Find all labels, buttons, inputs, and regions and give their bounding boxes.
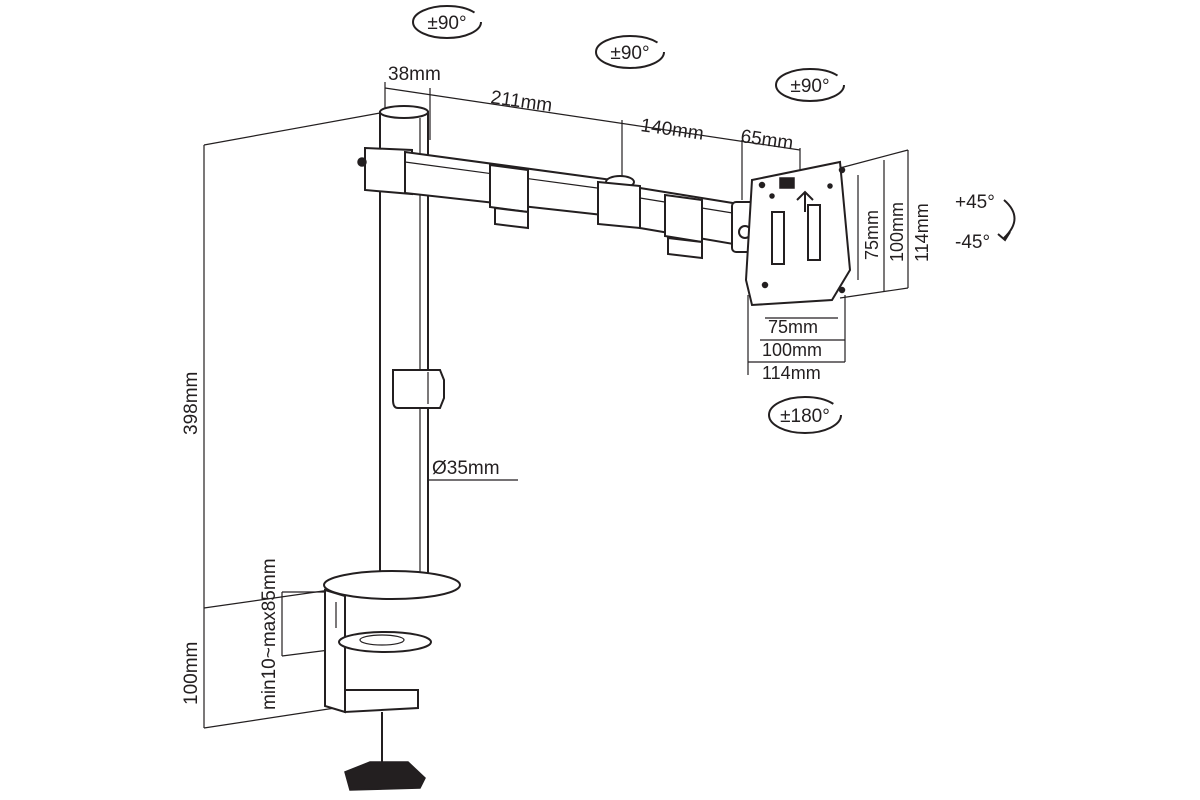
head-offset-label: 65mm — [739, 126, 794, 154]
vesa-h1-label: 75mm — [768, 317, 818, 337]
vesa-h2-label: 100mm — [762, 340, 822, 360]
tilt-arrow-head — [997, 231, 1011, 242]
vesa-hole-bl — [761, 281, 769, 289]
clamp-height-label: 100mm — [181, 642, 202, 705]
up-arrow-icon — [796, 190, 814, 212]
arm — [357, 146, 755, 260]
plate-slot-right — [807, 204, 821, 261]
arm-second-label: 140mm — [639, 115, 705, 145]
plate-slot-left — [771, 211, 785, 265]
pole-width-label: 38mm — [388, 64, 441, 85]
rotation-label-joint: ±90° — [610, 43, 649, 64]
tilt-down-label: -45° — [955, 232, 990, 253]
desk-clamp — [323, 570, 461, 791]
clamp-upright — [324, 588, 346, 714]
vesa-v2-label: 100mm — [887, 202, 907, 262]
pole-height-label: 398mm — [181, 372, 202, 435]
rotation-arrow-head — [775, 68, 845, 102]
rotation-label-plate: ±180° — [780, 406, 830, 427]
plate-tilt-knob — [779, 177, 795, 189]
pole-diameter-label: Ø35mm — [432, 458, 500, 479]
desk-thickness-label: min10~max85mm — [259, 558, 280, 710]
clamp-mid-plate — [338, 631, 432, 653]
arm-sleeve-1 — [489, 163, 529, 214]
arm-first-label: 211mm — [489, 87, 553, 116]
rotation-arrow-joint — [595, 35, 665, 69]
collar-knob — [357, 157, 367, 167]
rotation-label-pole: ±90° — [427, 13, 466, 34]
rotation-label-head: ±90° — [790, 76, 829, 97]
clamp-knob — [344, 761, 426, 791]
arm-joint — [597, 180, 641, 230]
clamp-mid-ring — [359, 634, 405, 646]
top-dimension-line — [384, 87, 801, 151]
vesa-hole-inner-tr — [827, 183, 833, 189]
clamp-bottom-extension — [203, 707, 336, 729]
height-bottom-extension — [203, 589, 331, 609]
vesa-hole-br — [838, 286, 846, 294]
rotation-arrow-pole — [412, 5, 482, 39]
vesa-hole-tl — [758, 181, 766, 189]
vesa-h3-label: 114mm — [762, 363, 821, 383]
vesa-plate — [744, 160, 852, 307]
height-top-extension — [203, 112, 381, 146]
vesa-top-extension — [839, 149, 909, 169]
vesa-v1-label: 75mm — [862, 210, 882, 260]
clamp-lower-arm — [344, 689, 419, 714]
labels: ±90° ±90° ±90° ±180° +45° -45° 38mm 211m… — [181, 13, 995, 710]
vesa-hole-tr — [838, 166, 846, 174]
cable-clip — [392, 369, 445, 409]
tilt-arrow — [1003, 199, 1016, 239]
arm-sleeve-2 — [664, 193, 703, 244]
vesa-v3-label: 114mm — [912, 203, 932, 262]
rotation-arrow-plate — [768, 396, 842, 434]
pole-top-cap — [379, 105, 429, 119]
arm-clip-1 — [494, 206, 529, 230]
clamp-top-plate — [323, 570, 461, 600]
tilt-up-label: +45° — [955, 192, 995, 213]
vesa-bottom-extension — [839, 287, 909, 299]
arm-clip-2 — [667, 236, 703, 260]
vesa-hole-inner-tl — [769, 193, 775, 199]
rotation-arrows — [412, 5, 1016, 434]
